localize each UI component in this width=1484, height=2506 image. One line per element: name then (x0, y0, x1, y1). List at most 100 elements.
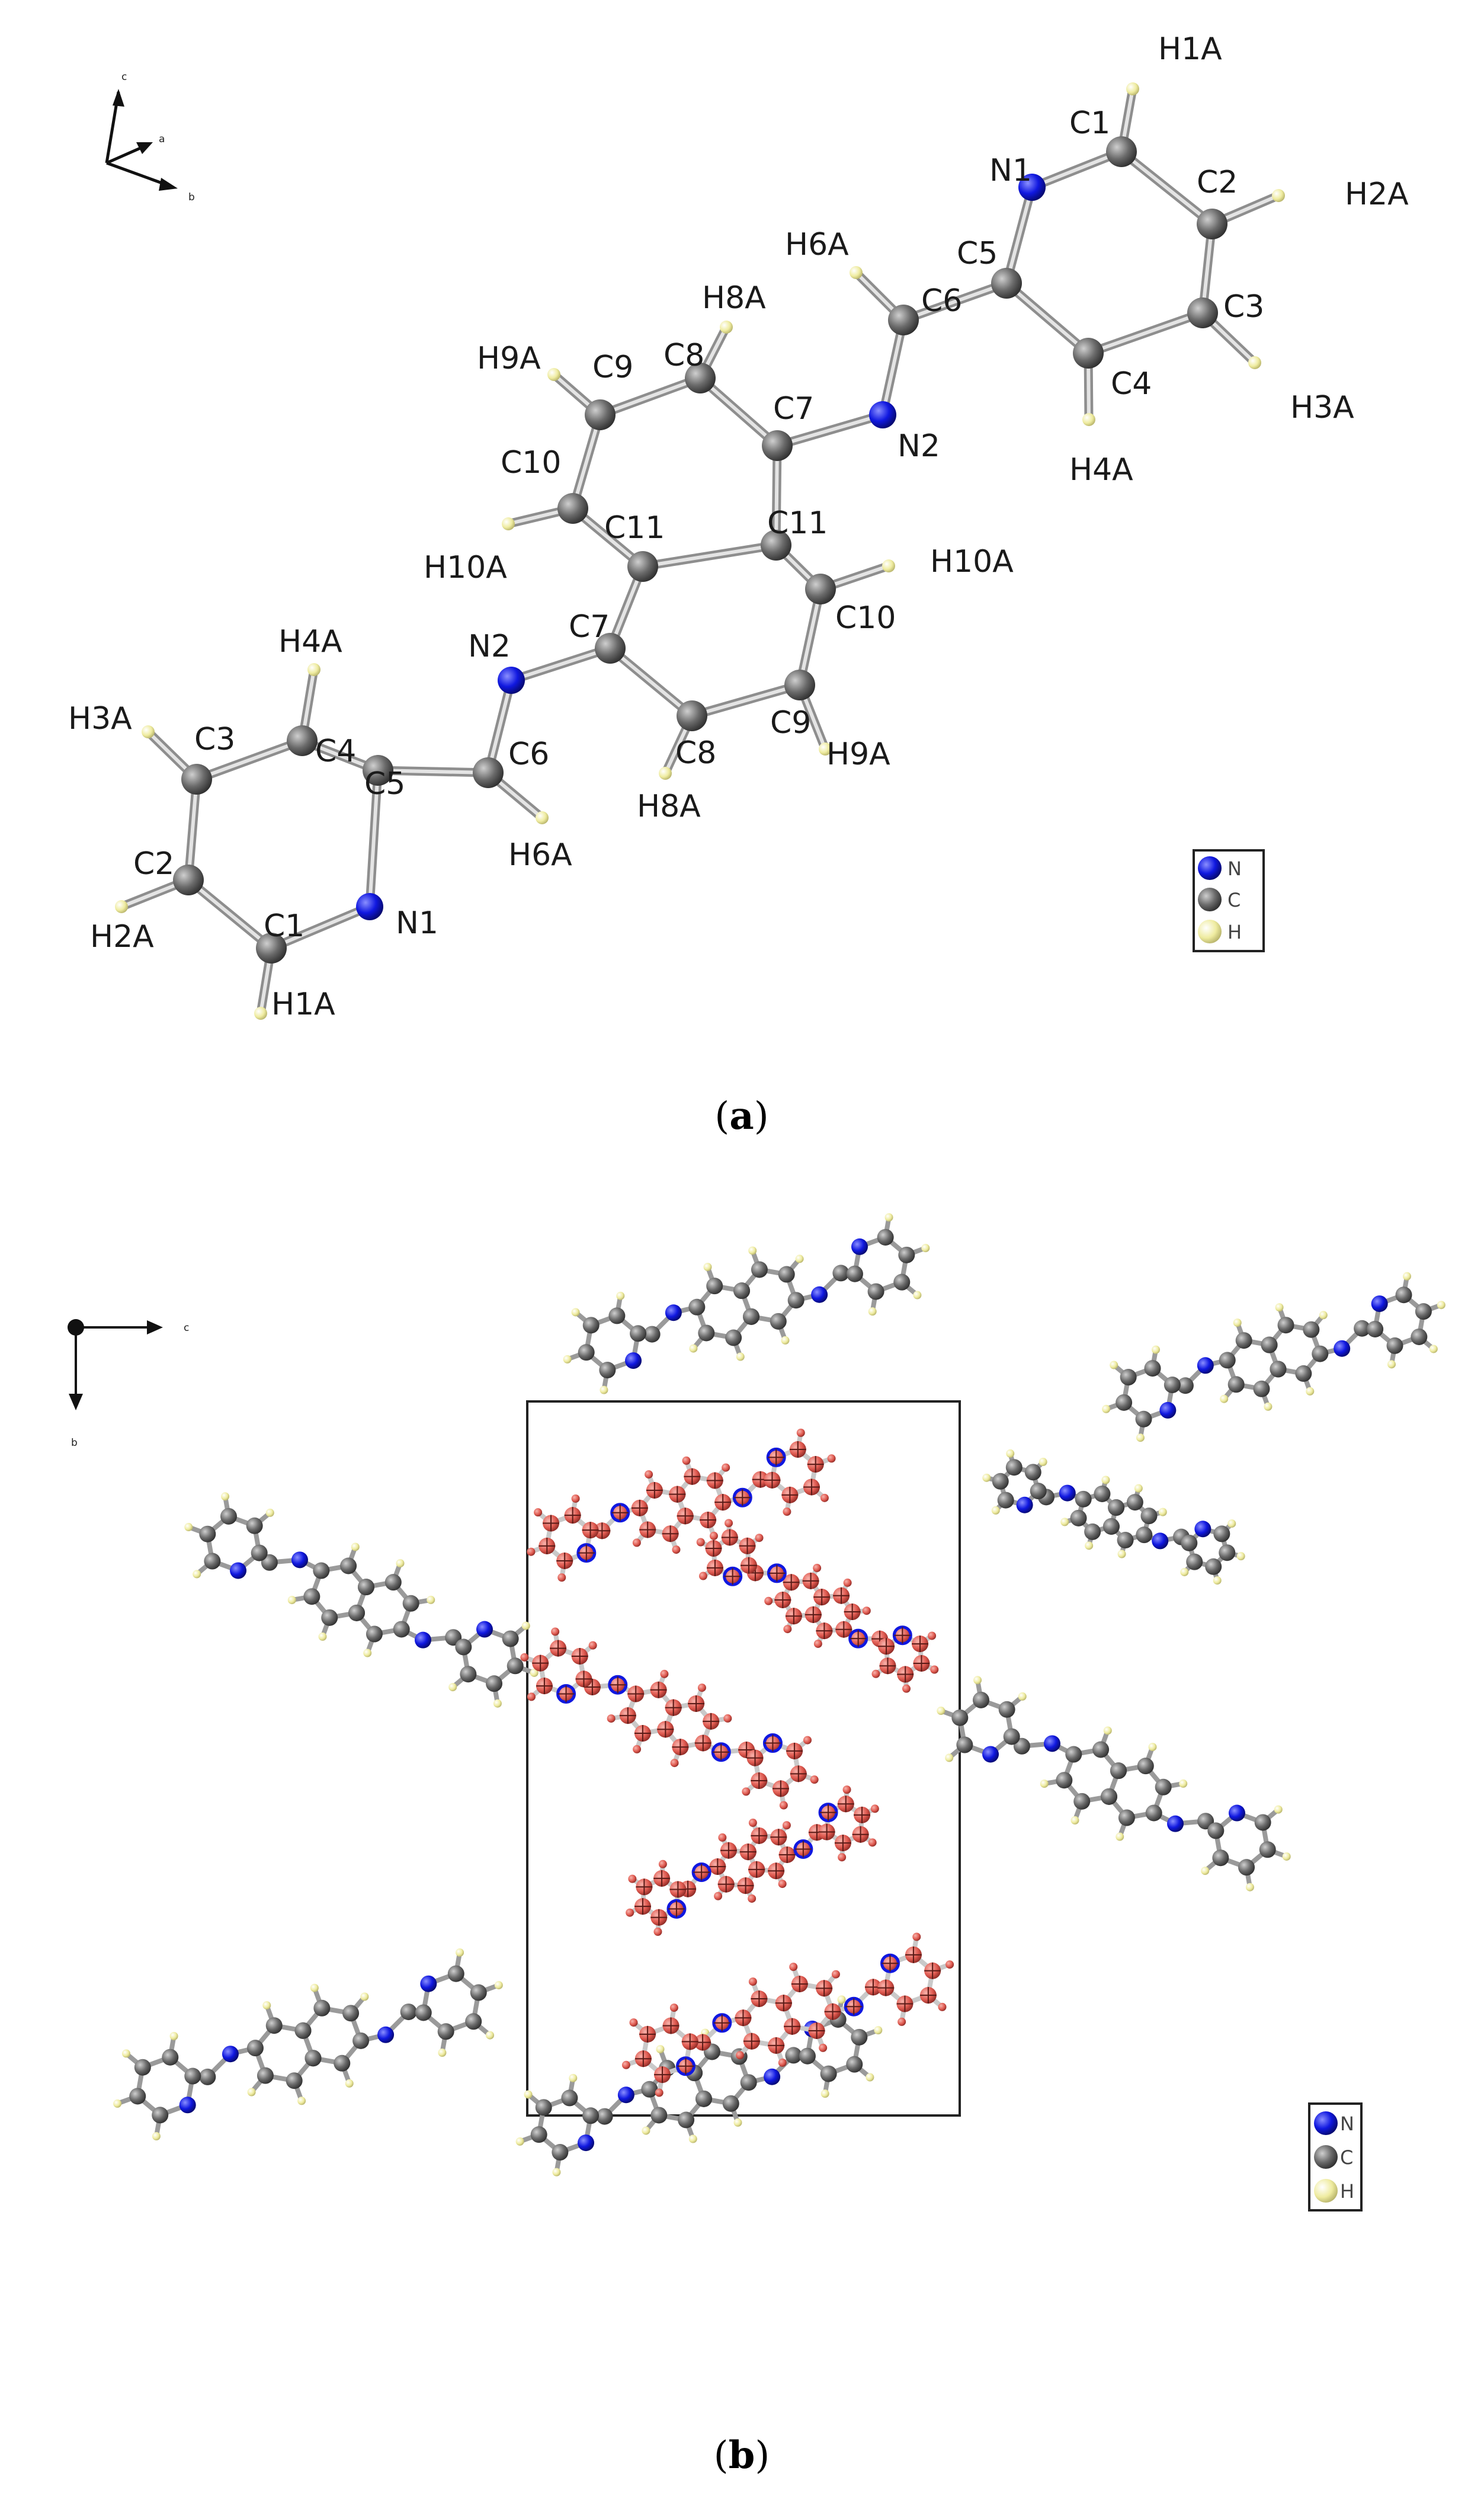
hydrogen-atom (1403, 1272, 1412, 1281)
carbon-atom (585, 399, 616, 430)
carbon-atom (688, 1298, 706, 1316)
carbon-atom (256, 933, 287, 964)
nitrogen-atom (476, 1621, 493, 1638)
hydrogen-atom (1148, 1743, 1157, 1752)
hydrogen-atom (551, 1627, 560, 1636)
carbon-atom (1207, 1822, 1225, 1839)
hydrogen-atom (862, 1606, 871, 1615)
hydrogen-atom (1085, 1541, 1094, 1550)
hydrogen-atom (709, 1531, 718, 1540)
bond-highlight (571, 413, 602, 510)
atom-label: H8A (637, 789, 701, 824)
packed-molecule (520, 1627, 819, 1810)
carbon-atom (1075, 1490, 1092, 1508)
atom-label: C4 (315, 734, 356, 769)
atom-label: H10A (930, 544, 1014, 580)
hydrogen-atom (547, 368, 560, 381)
hydrogen-atom (569, 2073, 578, 2082)
carbon-atom (447, 1965, 464, 1982)
hydrogen-atom (820, 1493, 829, 1502)
nitrogen-atom (222, 2046, 239, 2063)
nitrogen-atom (764, 2068, 781, 2085)
carbon-atom (204, 1553, 221, 1570)
carbon-atom (751, 1261, 768, 1278)
bond-highlight (187, 878, 273, 950)
atom-label: H6A (508, 837, 572, 873)
legend-b-h-swatch (1314, 2179, 1338, 2203)
hydrogen-atom (345, 2079, 354, 2088)
nitrogen-atom (1159, 1401, 1177, 1419)
carbon-atom (1120, 1369, 1137, 1386)
hydrogen-atom (868, 1838, 877, 1847)
hydrogen-atom (1274, 1805, 1283, 1814)
hydrogen-atom (536, 811, 549, 824)
carbon-atom (557, 493, 588, 524)
carbon-atom (1303, 1321, 1320, 1338)
nitrogen-atom (498, 667, 525, 694)
hydrogen-atom (600, 1385, 608, 1394)
carbon-atom (286, 2072, 303, 2089)
panel-a-axis-triad: c a b (105, 71, 195, 203)
hydrogen-atom (1227, 1519, 1236, 1528)
hydrogen-atom (520, 1653, 529, 1662)
hydrogen-atom (262, 2001, 271, 2010)
hydrogen-atom (438, 2049, 447, 2057)
carbon-atom (305, 2050, 322, 2067)
carbon-atom (998, 1701, 1015, 1718)
hydrogen-atom (626, 1908, 634, 1917)
bond-highlight (775, 413, 884, 447)
hydrogen-atom (1018, 1692, 1027, 1701)
hydrogen-atom (607, 1714, 616, 1723)
hydrogen-atom (945, 1960, 954, 1969)
carbon-atom (1186, 1553, 1203, 1570)
nitrogen-atom (1228, 1804, 1245, 1822)
carbon-atom (695, 2090, 713, 2107)
hydrogen-atom (656, 2045, 665, 2054)
hydrogen-atom (1220, 1394, 1229, 1403)
carbon-atom (1395, 1286, 1412, 1304)
hydrogen-atom (1082, 413, 1095, 426)
hydrogen-atom (1429, 1345, 1438, 1353)
hydrogen-atom (938, 2002, 947, 2011)
carbon-atom (162, 2049, 179, 2066)
carbon-atom (437, 2023, 454, 2040)
carbon-atom (465, 2013, 482, 2030)
hydrogen-atom (396, 1559, 405, 1568)
legend-b-c-label: C (1340, 2146, 1353, 2169)
hydrogen-atom (310, 1983, 319, 1992)
carbon-atom (246, 2040, 264, 2057)
carbon-atom (641, 2081, 658, 2098)
hydrogen-atom (714, 1891, 723, 1900)
hydrogen-atom (764, 1596, 773, 1605)
bond-highlight (509, 646, 612, 682)
atom-label: C7 (773, 391, 814, 427)
carbon-atom (1102, 1518, 1120, 1535)
atom-label: H6A (785, 227, 849, 263)
hydrogen-atom (850, 266, 863, 279)
carbon-atom (393, 1621, 410, 1638)
panel-a-legend: N C H (1193, 849, 1265, 952)
hydrogen-atom (169, 2031, 178, 2040)
legend-h-label: H (1227, 921, 1242, 943)
carbon-atom (733, 1282, 751, 1300)
hydrogen-atom (783, 1508, 791, 1516)
carbon-atom (251, 1544, 268, 1561)
carbon-atom (1116, 1394, 1133, 1411)
axis-c-label-b: c (184, 1322, 189, 1334)
hydrogen-atom (1201, 1867, 1210, 1876)
carbon-atom (595, 633, 626, 664)
carbon-atom (1126, 1494, 1143, 1511)
carbon-atom (1056, 1772, 1073, 1789)
hydrogen-atom (221, 1492, 230, 1501)
hydrogen-atom (898, 2017, 906, 2026)
hydrogen-atom (838, 1853, 847, 1862)
carbon-atom (1101, 1788, 1118, 1805)
carbon-atom (1145, 1804, 1162, 1822)
carbon-atom (820, 2065, 837, 2082)
bond-highlight (690, 683, 802, 718)
hydrogen-atom (1136, 1433, 1145, 1442)
hydrogen-atom (813, 1564, 822, 1573)
carbon-atom (1312, 1345, 1329, 1362)
carbon-atom (846, 1265, 863, 1282)
nitrogen-atom (1059, 1484, 1076, 1502)
